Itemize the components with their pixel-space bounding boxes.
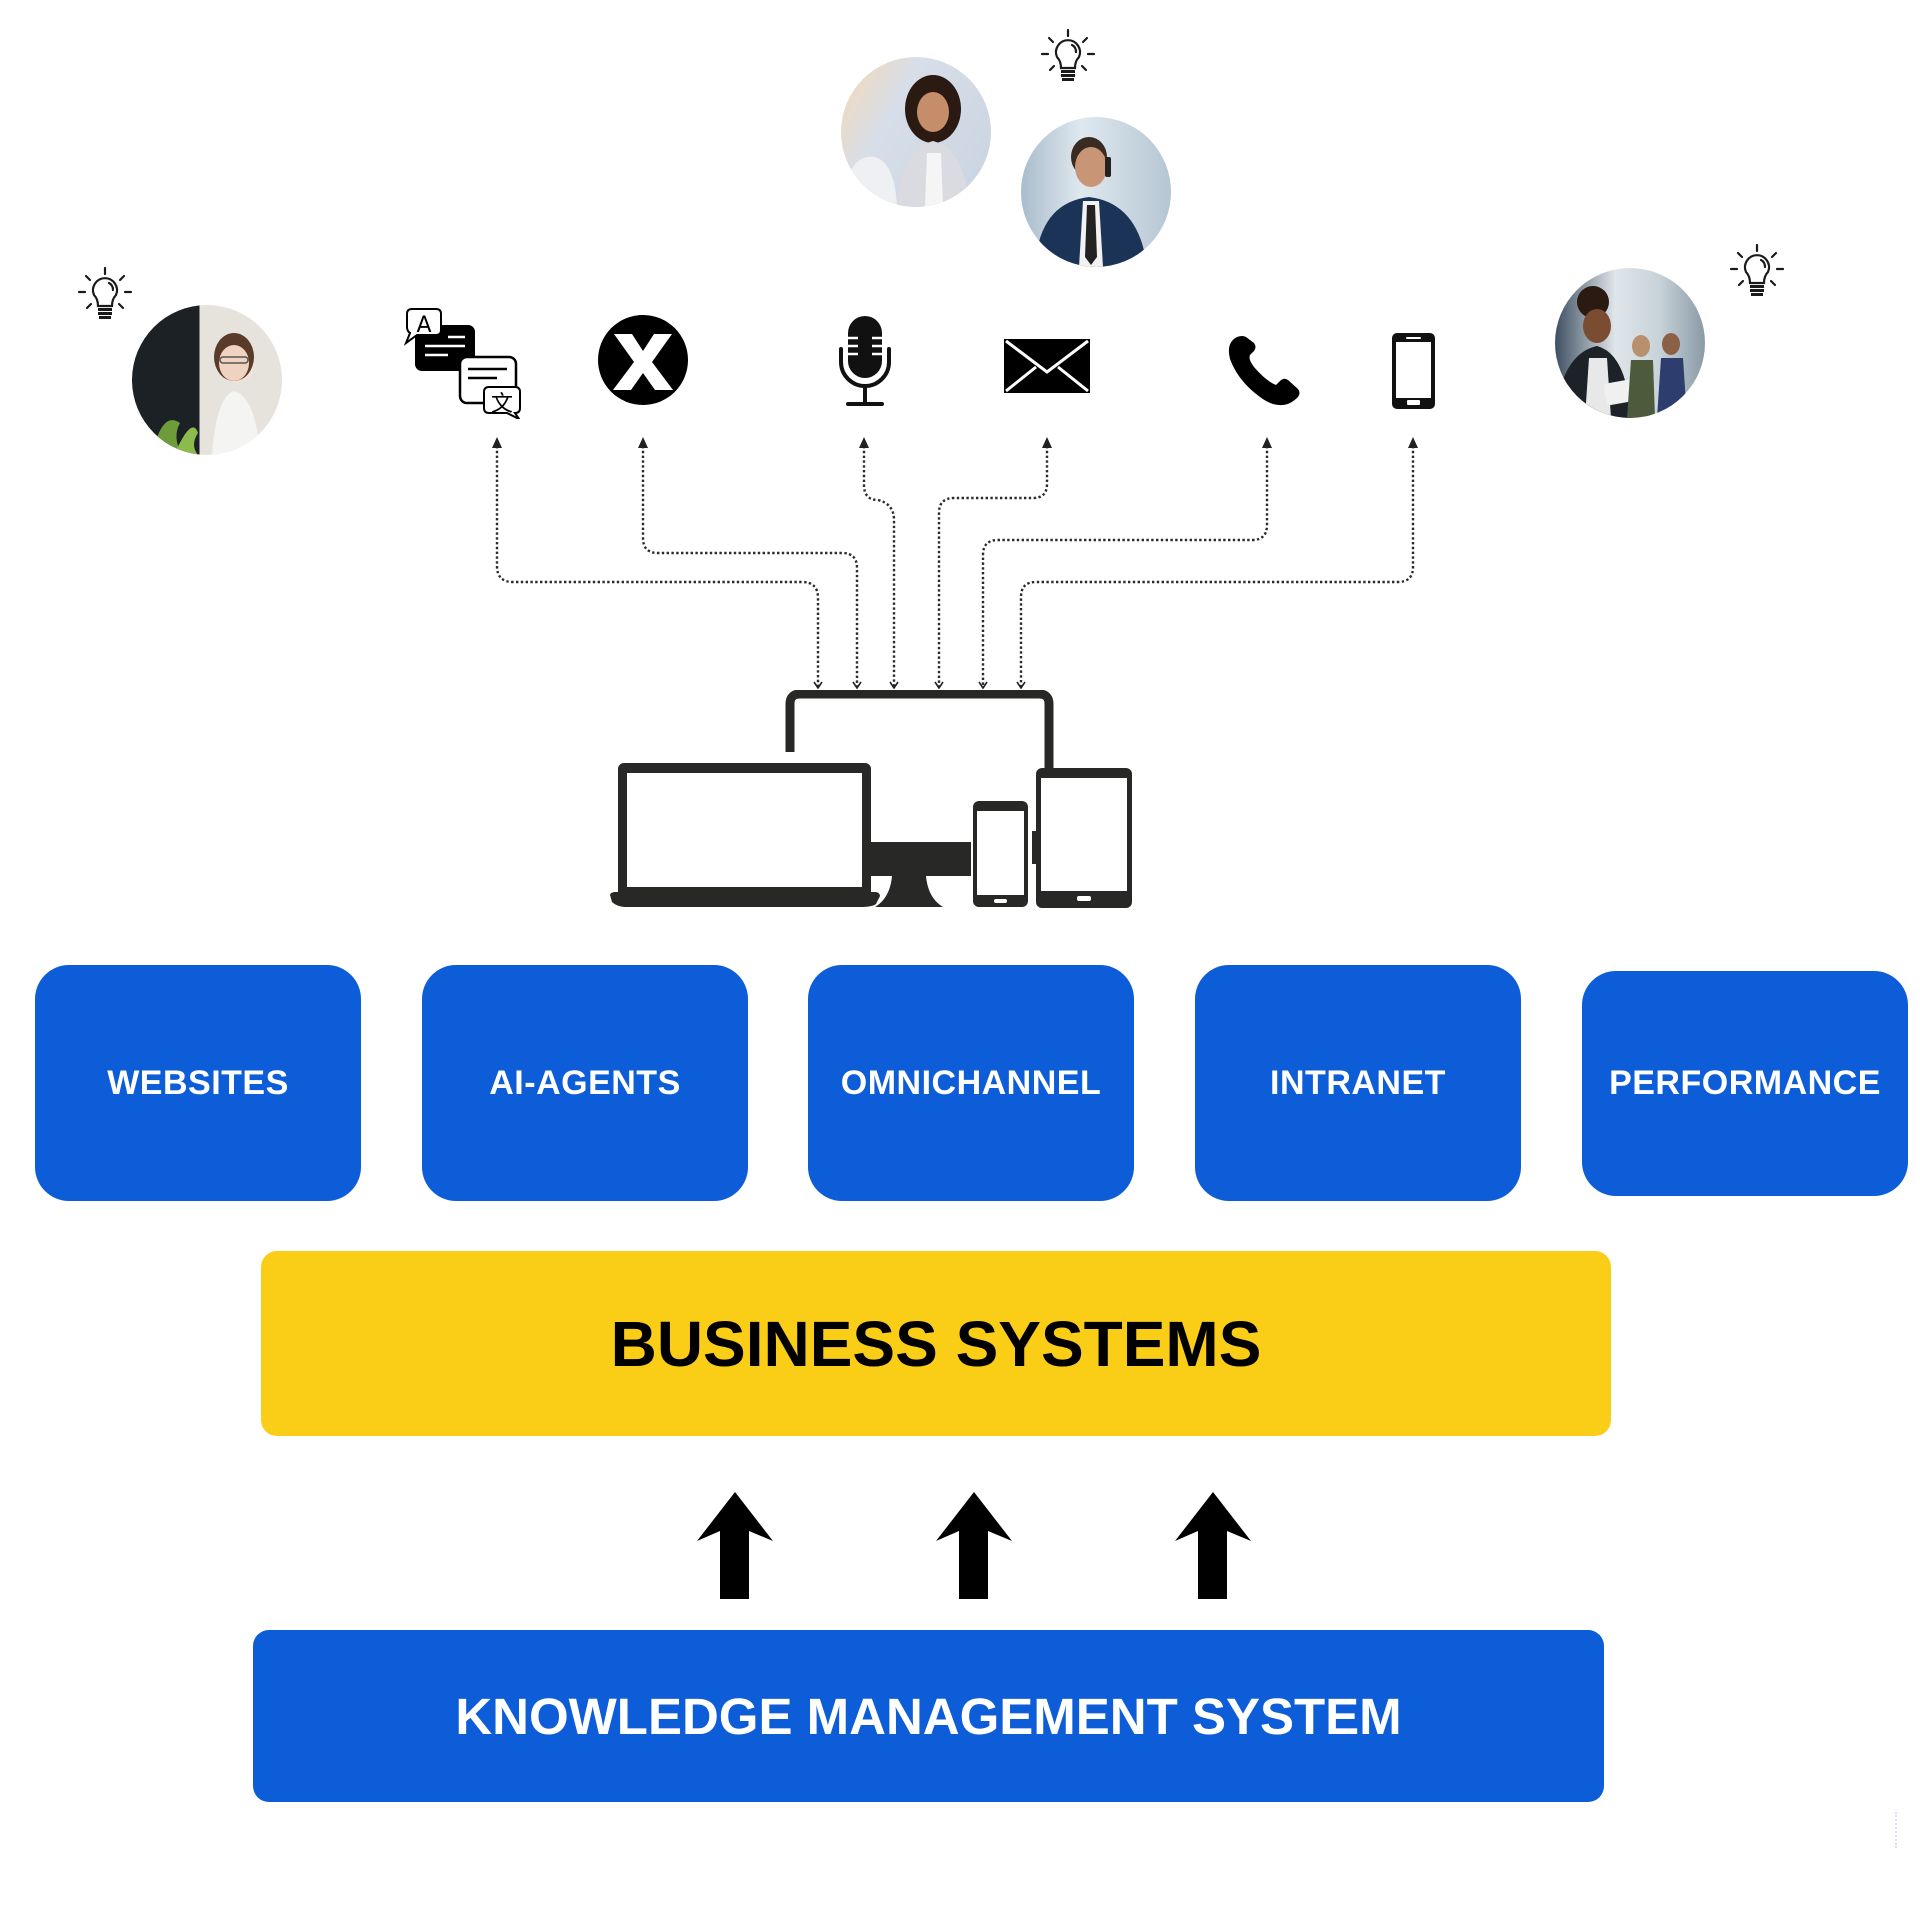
faint-dotted-line bbox=[1895, 1812, 1897, 1848]
tile-label: AI-AGENTS bbox=[489, 1063, 681, 1102]
photo-phone-man bbox=[1021, 117, 1171, 267]
lightbulb-icon bbox=[1729, 243, 1785, 296]
tablet-side-button bbox=[1032, 831, 1036, 864]
connector-phone bbox=[983, 446, 1269, 688]
tile-label: INTRANET bbox=[1270, 1063, 1446, 1102]
x-social-icon[interactable] bbox=[597, 314, 689, 406]
arrowhead-voice bbox=[859, 437, 869, 448]
tile-intranet[interactable]: INTRANET bbox=[1195, 965, 1521, 1201]
knowledge-management-label: KNOWLEDGE MANAGEMENT SYSTEM bbox=[455, 1687, 1402, 1745]
svg-text:文: 文 bbox=[491, 392, 513, 417]
arrowhead-mobile bbox=[1408, 437, 1418, 448]
mobile-phone-icon[interactable] bbox=[1392, 333, 1435, 409]
tile-label: PERFORMANCE bbox=[1609, 1064, 1881, 1102]
arrowhead-phone bbox=[1262, 437, 1272, 448]
translate-icon: A 文 bbox=[403, 308, 521, 419]
connector-voice bbox=[862, 446, 894, 688]
connector-x bbox=[641, 446, 857, 688]
smartphone-icon bbox=[973, 801, 1028, 907]
tile-websites[interactable]: WEBSITES bbox=[35, 965, 361, 1201]
lightbulb-icon bbox=[77, 266, 133, 319]
microphone-icon[interactable] bbox=[838, 314, 892, 408]
phone-icon[interactable] bbox=[1228, 335, 1302, 407]
connector-email bbox=[939, 446, 1049, 688]
connector-translate bbox=[495, 446, 818, 688]
connector-mobile bbox=[1021, 446, 1415, 688]
photo-handshake-woman bbox=[841, 57, 991, 207]
tablet-icon bbox=[1036, 768, 1132, 908]
tile-label: OMNICHANNEL bbox=[840, 1063, 1102, 1102]
business-systems-band[interactable]: BUSINESS SYSTEMS bbox=[261, 1251, 1611, 1436]
lightbulb-icon bbox=[1040, 28, 1096, 81]
business-systems-label: BUSINESS SYSTEMS bbox=[610, 1307, 1262, 1380]
arrowhead-x bbox=[638, 437, 648, 448]
envelope-icon[interactable] bbox=[1004, 339, 1090, 393]
svg-text:A: A bbox=[416, 313, 431, 338]
photo-agent-headset bbox=[132, 305, 282, 455]
photo-tablet-woman bbox=[1555, 268, 1705, 418]
tile-label: WEBSITES bbox=[107, 1063, 289, 1102]
tile-ai-agents[interactable]: AI-AGENTS bbox=[422, 965, 748, 1201]
devices-cluster bbox=[610, 690, 1132, 908]
knowledge-management-band[interactable]: KNOWLEDGE MANAGEMENT SYSTEM bbox=[253, 1630, 1604, 1802]
arrowhead-translate bbox=[492, 437, 502, 448]
tile-performance[interactable]: PERFORMANCE bbox=[1582, 971, 1908, 1196]
arrowhead-email bbox=[1042, 437, 1052, 448]
laptop-icon bbox=[610, 763, 880, 907]
tile-omnichannel[interactable]: OMNICHANNEL bbox=[808, 965, 1134, 1201]
